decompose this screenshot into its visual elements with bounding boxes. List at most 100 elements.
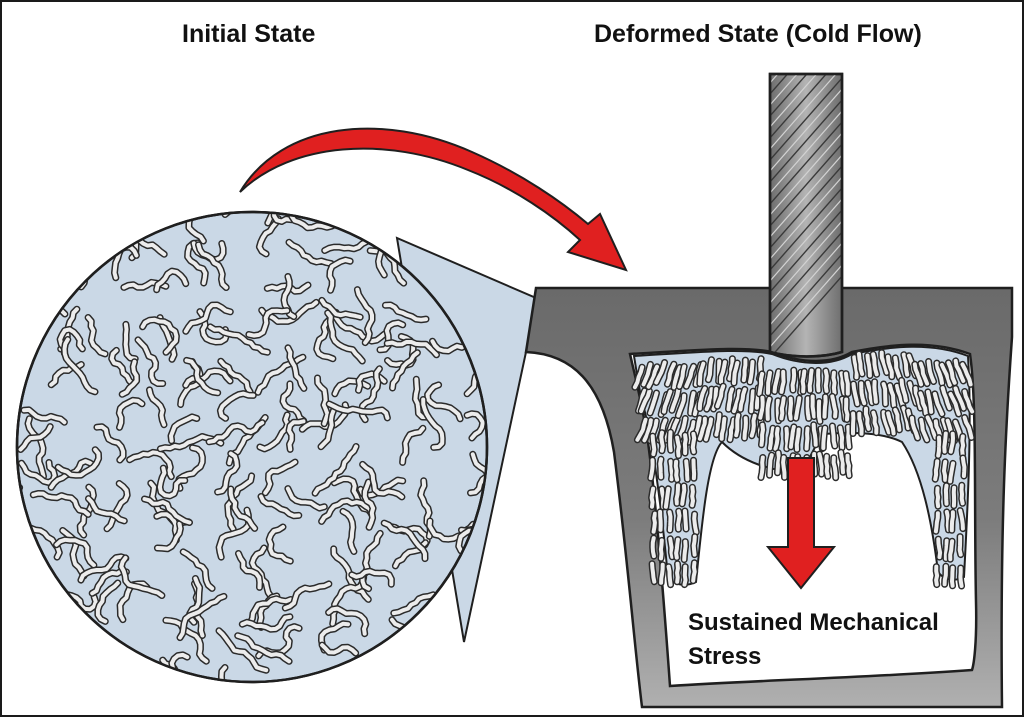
polymer-chain [123,322,138,361]
polymer-chain [804,426,810,451]
polymer-chain [413,377,430,420]
polymer-chain [857,352,865,376]
polymer-chain [697,386,707,411]
polymer-chain [341,509,356,554]
polymer-chain [888,383,896,408]
polymer-chain [2,361,13,380]
polymer-chain [421,397,445,450]
polymer-chain [327,402,390,420]
polymer-chain [800,369,807,394]
polymer-chain [957,534,963,557]
polymer-chain [901,406,911,430]
polymer-chain [23,524,62,560]
polymer-chain [668,536,675,559]
cable-strand [770,200,842,302]
polymer-chain [642,418,653,443]
polymer-chain [400,426,425,465]
polymer-chain [163,618,209,664]
polymer-chain [250,546,273,599]
polymer-chain [932,391,944,416]
polymer-chain [779,396,786,421]
polymer-chain [738,387,747,412]
polymer-chain [154,269,188,292]
polymer-chain [390,350,420,390]
polymer-chain [821,426,827,450]
polymer-chain [649,486,656,509]
polymer-chain [925,389,934,414]
polymer-chain [95,581,120,624]
polymer-chain [953,358,966,383]
polymer-chain [383,303,428,322]
polymer-chain [732,389,742,414]
polymer-chain [863,406,871,431]
polymer-chain [648,458,655,481]
polymer-chain [706,357,714,382]
polymer-chain [269,212,293,224]
polymer-chain [936,435,942,458]
polymer-chain [805,396,811,421]
polymer-chain [715,384,726,409]
polymer-chain [362,480,376,530]
cable-strand [770,90,842,192]
polymer-chain [157,466,187,498]
initial-polymer-circle [2,210,489,684]
polymer-chain [60,528,86,578]
polymer-chain [287,240,334,266]
polymer-chain [665,362,676,387]
polymer-chain [675,561,680,584]
polymer-chain [326,606,368,636]
polymer-chain [116,664,140,682]
polymer-chain [960,434,966,457]
polymer-chain [919,417,929,442]
cable-strand [770,134,842,236]
polymer-chain [327,258,353,293]
cable-strand [770,255,842,357]
polymer-chain [682,539,688,562]
polymer-chain [17,340,29,387]
polymer-chain [236,551,262,590]
polymer-chain [949,510,955,533]
polymer-chain [659,430,665,453]
polymer-chain [895,384,905,408]
polymer-chain [183,368,233,388]
polymer-chain [659,562,665,585]
polymer-chain [831,370,837,395]
polymer-chain [691,534,697,557]
polymer-chain [676,393,687,418]
polymer-chain [313,444,359,496]
polymer-chain [948,461,955,484]
polymer-chain [714,412,722,437]
polymer-chain [953,386,966,411]
stress-label-line2: Stress [688,643,762,670]
polymer-chain [958,508,965,531]
polymer-chain [674,483,680,506]
polymer-chain [831,455,838,480]
polymer-chain [816,399,822,424]
polymer-chain [933,459,940,482]
polymer-chain [259,494,301,518]
polymer-chain [852,355,859,380]
polymer-chain [17,339,31,389]
polymer-chain [670,388,681,413]
polymer-chain [425,382,463,421]
polymer-chain [960,362,973,387]
polymer-chain [879,350,889,375]
polymer-chain [913,386,923,411]
polymer-chain [690,485,695,508]
polymer-chain [851,382,860,406]
polymer-chain [946,360,957,385]
polymer-chain [697,416,707,441]
polymer-chain [719,416,727,441]
polymer-chain [944,509,951,532]
polymer-chain [933,511,940,534]
polymer-chain [817,452,824,477]
polymer-chain [788,424,796,449]
polymer-chain [650,434,657,457]
polymer-chain [691,458,697,481]
polymer-chain [672,365,682,390]
polymer-chain [178,594,226,640]
polymer-chain [958,566,964,588]
polymer-chain [918,391,928,416]
polymer-chain [248,596,293,625]
polymer-chain [960,456,967,478]
